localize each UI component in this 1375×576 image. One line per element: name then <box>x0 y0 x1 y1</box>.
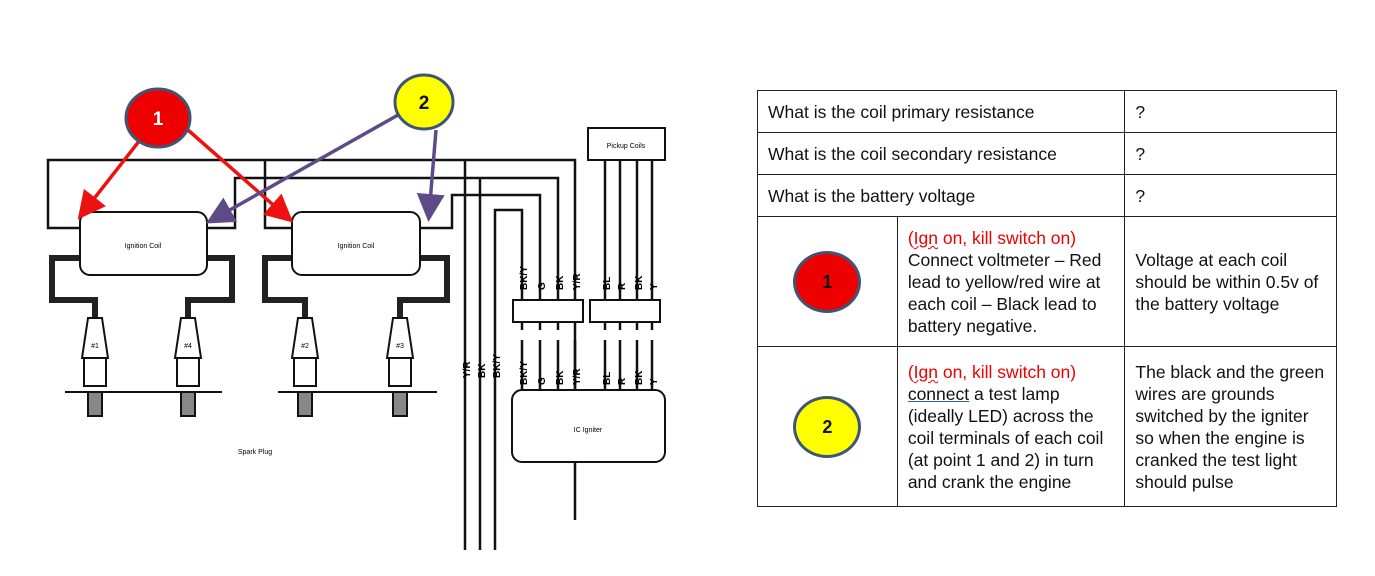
ignition-coil-2 <box>291 211 421 276</box>
question-cell: What is the battery voltage <box>756 174 1126 217</box>
question-cell: What is the coil primary resistance <box>756 90 1126 133</box>
marker-1-label: 1 <box>153 109 164 130</box>
marker-1-badge: 1 <box>793 250 862 313</box>
marker-cell: 2 <box>757 346 898 507</box>
marker-1: 1 <box>124 87 192 149</box>
wire-label: BK <box>555 275 566 290</box>
instruction-cell: (Ign on, kill switch on) Connect voltmet… <box>896 216 1126 347</box>
wire-label: BK/Y <box>519 266 530 290</box>
hv-leads <box>49 255 450 318</box>
wire-label: BK <box>477 363 488 378</box>
connector-1 <box>512 299 584 323</box>
spark-plugs <box>80 317 415 417</box>
pickup-coils-label: Pickup Coils <box>607 143 646 150</box>
result-text: Voltage at each coil should be within 0.… <box>1135 250 1319 314</box>
condition-word: Ign <box>913 362 938 382</box>
wire-label: Y <box>649 378 660 385</box>
marker-2-label: 2 <box>419 93 430 114</box>
wire-label: R <box>617 377 628 385</box>
table-row: What is the battery voltage ? <box>756 174 1337 217</box>
answer-cell: ? <box>1124 90 1337 133</box>
answer-cell: ? <box>1124 132 1337 175</box>
condition-prefix: ( <box>907 362 914 382</box>
condition-text: (Ign on, kill switch on) <box>908 362 1076 382</box>
wire-label: R <box>617 282 628 290</box>
wire-label: BL <box>602 277 613 290</box>
question-cell: What is the coil secondary resistance <box>756 132 1126 175</box>
wire-label: BL <box>602 372 613 385</box>
marker-2: 2 <box>393 73 455 131</box>
ignition-wiring-diagram: Ignition Coil Ignition Coil #1 #4 #2 #3 … <box>46 73 666 550</box>
wire-label: BK <box>634 370 645 385</box>
spark-plug-label: Spark Plug <box>238 449 272 456</box>
result-cell: Voltage at each coil should be within 0.… <box>1124 216 1337 347</box>
condition-text: (Ign on, kill switch on) <box>908 228 1076 248</box>
pickup-coils-box <box>587 127 666 161</box>
wires <box>46 158 654 550</box>
wire-label: Y/R <box>572 273 583 290</box>
marker-cell: 1 <box>757 216 898 347</box>
wire-label: BK <box>555 370 566 385</box>
wire-label: Y <box>649 283 660 290</box>
plug-2-label: #2 <box>301 343 309 350</box>
ic-igniter-label: IC Igniter <box>574 427 603 434</box>
answer-cell: ? <box>1124 174 1337 217</box>
plug-3-label: #3 <box>396 343 404 350</box>
wire-label: G <box>537 282 548 290</box>
table-row: 2 (Ign on, kill switch on) connect a tes… <box>757 346 1337 507</box>
condition-rest: on, kill switch on) <box>937 228 1077 248</box>
wire-label: BK/Y <box>492 354 503 378</box>
table-row: 1 (Ign on, kill switch on) Connect voltm… <box>757 216 1337 347</box>
result-text: The black and the green wires are ground… <box>1135 362 1325 492</box>
table-row: What is the coil secondary resistance ? <box>756 132 1337 175</box>
plug-4-label: #4 <box>184 343 192 350</box>
wire-label: BK/Y <box>519 361 530 385</box>
test-procedure-table: What is the coil primary resistance ? Wh… <box>756 90 1337 507</box>
wire-label: BK <box>634 275 645 290</box>
wire-label: Y/R <box>462 361 473 378</box>
instruction-cell: (Ign on, kill switch on) connect a test … <box>896 346 1126 507</box>
coil-1-label: Ignition Coil <box>125 243 162 250</box>
marker-2-badge: 2 <box>793 395 862 458</box>
arrows <box>77 113 445 224</box>
result-cell: The black and the green wires are ground… <box>1124 346 1337 507</box>
condition-word: Ign <box>913 228 938 248</box>
condition-prefix: ( <box>907 228 914 248</box>
instruction-text: a test lamp (ideally LED) across the coi… <box>907 384 1104 492</box>
connector-2 <box>589 299 661 323</box>
table-row: What is the coil primary resistance ? <box>756 90 1337 133</box>
wire-label: G <box>537 377 548 385</box>
coil-2-label: Ignition Coil <box>338 243 375 250</box>
wire-labels: Y/R BK BK/Y BK/Y G BK Y/R BL R BK Y BK/Y… <box>462 266 660 385</box>
wire-label: Y/R <box>572 368 583 385</box>
plug-1-label: #1 <box>91 343 99 350</box>
condition-rest: on, kill switch on) <box>937 362 1077 382</box>
instruction-lead: connect <box>907 384 970 404</box>
ignition-coil-1 <box>79 211 208 276</box>
instruction-text: Connect voltmeter – Red lead to yellow/r… <box>907 250 1102 336</box>
ic-igniter-box <box>511 389 666 463</box>
